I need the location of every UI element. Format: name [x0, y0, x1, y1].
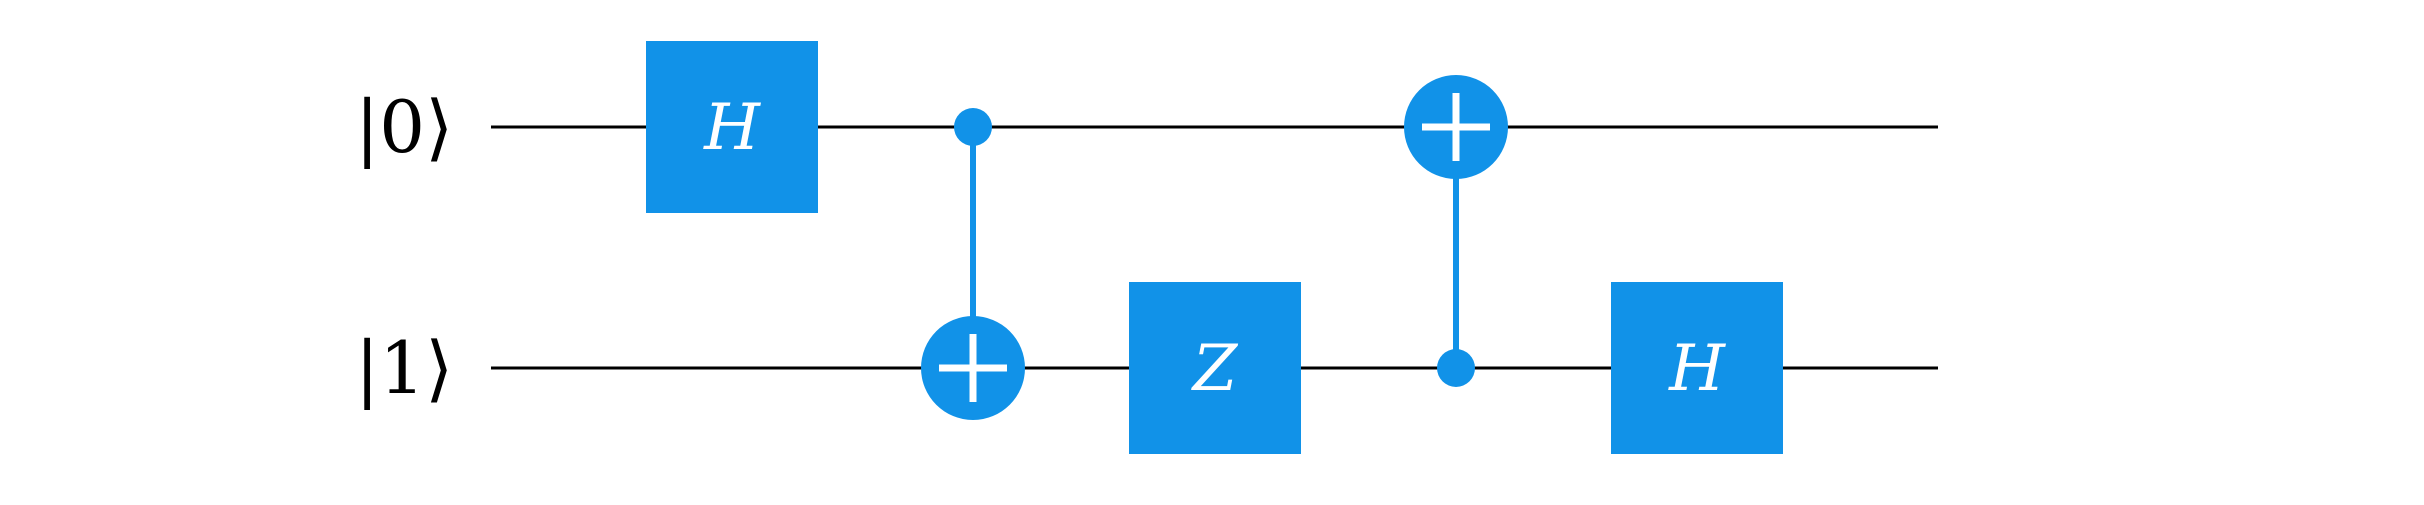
gate-label: Z	[1191, 332, 1239, 406]
control-dot	[954, 108, 992, 146]
qubit-label-0: |0⟩	[355, 85, 453, 169]
cnot-gate-1	[921, 108, 1025, 420]
circuit-gates: H Z H	[646, 41, 1783, 454]
gate-h-4: H	[1611, 282, 1783, 454]
gate-box	[1129, 282, 1301, 454]
gate-label: H	[703, 91, 761, 165]
gate-box	[646, 41, 818, 213]
qubit-label-1: |1⟩	[355, 326, 453, 410]
control-dot	[1437, 349, 1475, 387]
gate-box	[1611, 282, 1783, 454]
gate-label: H	[1668, 332, 1726, 406]
qubit-labels: |0⟩ |1⟩	[355, 85, 453, 410]
gate-h-0: H	[646, 41, 818, 213]
cnot-gate-3	[1404, 75, 1508, 387]
gate-z-2: Z	[1129, 282, 1301, 454]
